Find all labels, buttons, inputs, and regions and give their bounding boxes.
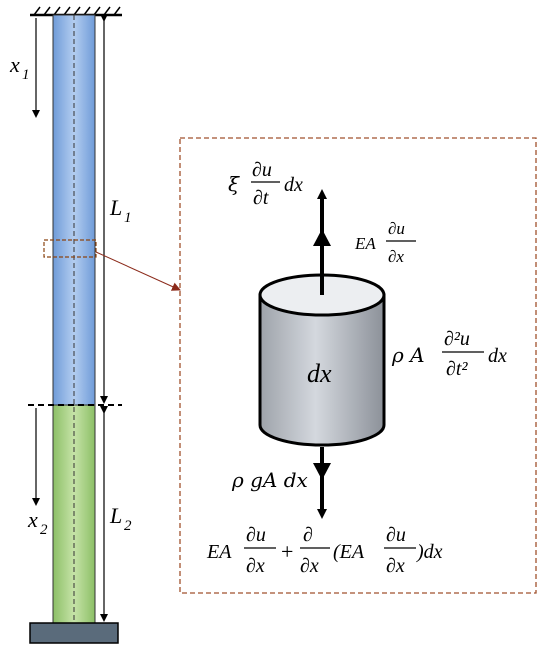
svg-text:)dx: )dx: [416, 541, 443, 563]
svg-text:dx: dx: [488, 345, 507, 367]
inertia-force-label: ρ A ∂²u ∂t² dx: [391, 328, 507, 380]
svg-text:ρ A: ρ A: [391, 343, 425, 367]
svg-text:∂²u: ∂²u: [444, 328, 470, 350]
svg-text:∂u: ∂u: [246, 524, 266, 546]
svg-text:EA: EA: [206, 541, 232, 563]
zoom-connector-arrow: [95, 251, 181, 291]
L2-subscript: 2: [124, 518, 132, 534]
x1-label: x: [9, 52, 20, 77]
svg-text:∂u: ∂u: [386, 524, 406, 546]
svg-text:∂t²: ∂t²: [446, 358, 468, 380]
fixed-support: [30, 6, 122, 17]
L2-label: L: [109, 503, 122, 528]
downward-force-mid-arrowhead: [313, 463, 331, 480]
svg-text:EA: EA: [354, 234, 376, 253]
zoom-box: [179, 137, 537, 594]
axial-force-top-label: EA ∂u ∂x: [354, 219, 416, 266]
svg-text:∂t: ∂t: [253, 187, 269, 209]
svg-text:∂u: ∂u: [388, 219, 405, 238]
base-plate: [29, 622, 119, 644]
L1-label: L: [109, 195, 122, 220]
x2-subscript: 2: [40, 522, 48, 538]
axial-force-bottom-label: EA ∂u ∂x + ∂ ∂x (EA ∂u ∂x )dx: [206, 524, 443, 577]
svg-text:∂x: ∂x: [388, 247, 404, 266]
damping-force-label: ξ ∂u ∂t dx: [228, 159, 303, 209]
upward-force-mid-arrowhead: [313, 229, 331, 246]
svg-text:∂x: ∂x: [246, 555, 265, 577]
svg-text:∂x: ∂x: [386, 555, 405, 577]
svg-text:dx: dx: [284, 174, 303, 196]
L1-subscript: 1: [124, 210, 132, 226]
svg-text:∂x: ∂x: [300, 555, 319, 577]
svg-text:+: +: [281, 539, 293, 564]
element-label: dx: [307, 359, 332, 388]
svg-text:ξ: ξ: [228, 172, 240, 196]
svg-text:(EA: (EA: [333, 541, 365, 563]
svg-text:∂u: ∂u: [252, 159, 272, 181]
element-highlight: [43, 239, 97, 258]
svg-text:∂: ∂: [303, 524, 313, 546]
gravity-force-label: ρ gA dx: [231, 468, 308, 492]
x1-subscript: 1: [22, 67, 30, 83]
x2-label: x: [27, 507, 38, 532]
